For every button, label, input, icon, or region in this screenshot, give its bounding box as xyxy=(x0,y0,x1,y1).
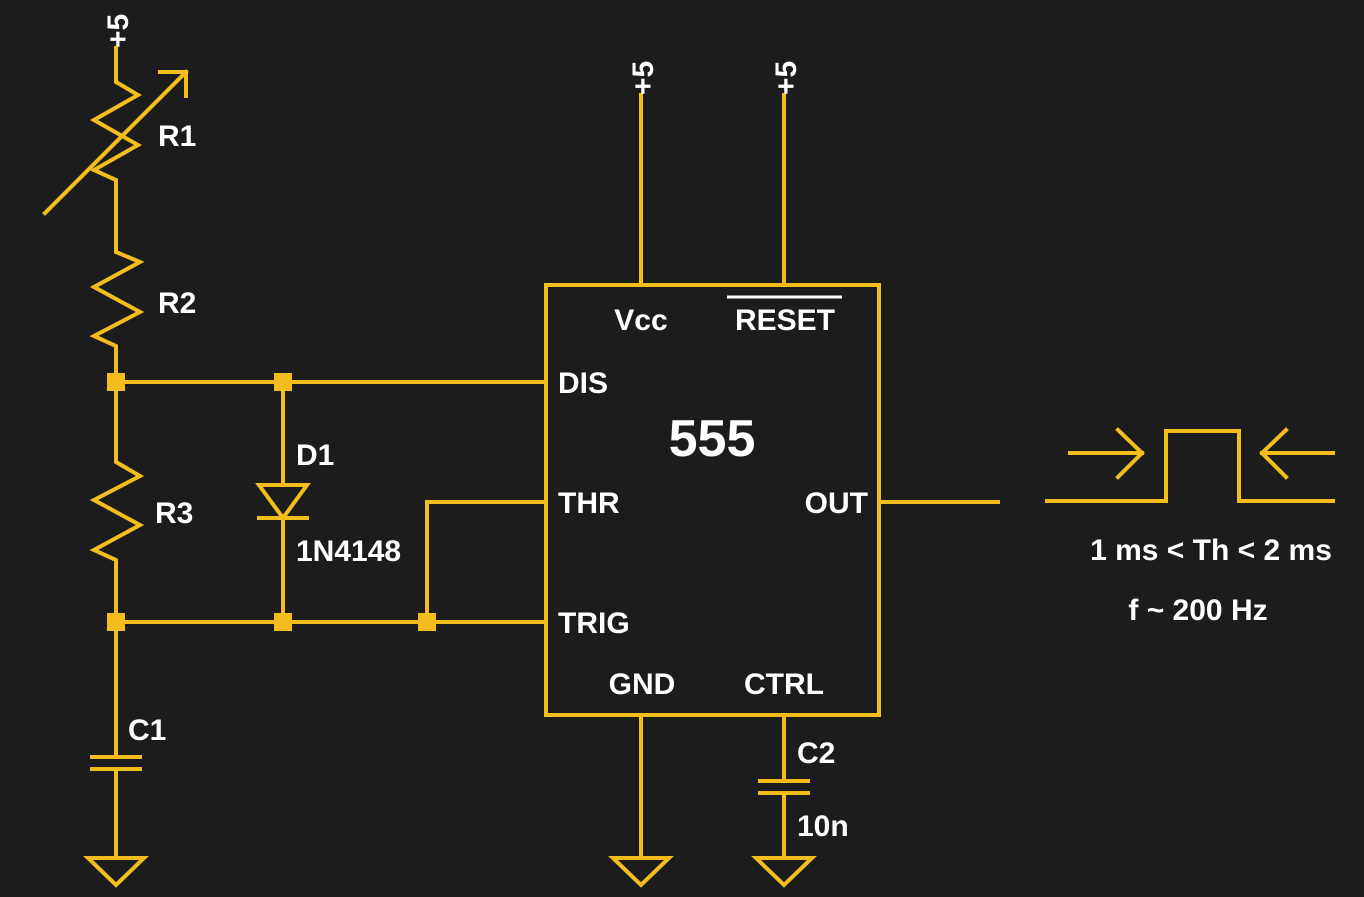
supply-label-reset: +5 xyxy=(770,61,803,95)
pin-reset-label: RESET xyxy=(735,304,835,337)
supply-label-vcc: +5 xyxy=(627,61,660,95)
c2-label: C2 xyxy=(797,737,835,770)
ic-name: 555 xyxy=(669,410,756,468)
r2-label: R2 xyxy=(158,287,196,320)
pin-ctrl-label: CTRL xyxy=(744,668,824,701)
pin-dis-label: DIS xyxy=(558,367,608,400)
r3-label: R3 xyxy=(155,497,193,530)
c1-label: C1 xyxy=(128,714,166,747)
pin-gnd-label: GND xyxy=(609,668,676,701)
d1-diode xyxy=(255,380,311,624)
output-pulse-waveform xyxy=(1045,427,1335,503)
pulse-timing-label: 1 ms < Th < 2 ms xyxy=(1090,534,1332,567)
d1-value: 1N4148 xyxy=(296,535,401,568)
c2-capacitor xyxy=(758,713,810,860)
junction-dot xyxy=(274,613,292,631)
ground-symbol-ic xyxy=(608,856,674,888)
pulse-frequency-label: f ~ 200 Hz xyxy=(1128,594,1267,627)
r3-resistor xyxy=(89,380,145,624)
pin-out-label: OUT xyxy=(805,487,868,520)
pin-trig-label: TRIG xyxy=(558,607,630,640)
junction-dot xyxy=(107,373,125,391)
r1-label: R1 xyxy=(158,120,196,153)
junction-dot xyxy=(107,613,125,631)
ground-symbol-c1 xyxy=(83,856,149,888)
pin-vcc-label: Vcc xyxy=(614,304,667,337)
thr-wire xyxy=(425,500,546,624)
pin-thr-label: THR xyxy=(558,487,620,520)
d1-label: D1 xyxy=(296,439,334,472)
c1-capacitor xyxy=(90,620,142,860)
junction-dot xyxy=(418,613,436,631)
supply-label-r1: +5 xyxy=(102,14,135,48)
c2-value: 10n xyxy=(797,810,849,843)
r1-variable-resistor xyxy=(42,46,189,252)
r2-resistor xyxy=(89,248,145,384)
ground-symbol-c2 xyxy=(751,856,817,888)
